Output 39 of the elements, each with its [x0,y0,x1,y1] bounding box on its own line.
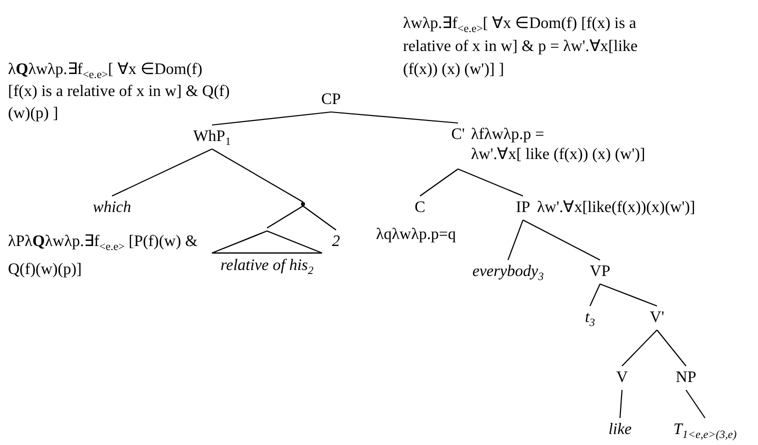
tree-branch [458,168,524,196]
tree-branch [330,111,458,124]
node-label: NP [676,368,696,388]
semantic-formula: λw'.∀x[like(f(x))(x)(w')] [537,198,696,218]
node-label: which [92,198,132,218]
node-label: V [616,368,628,388]
tree-branch [522,220,600,260]
tree-branch [590,284,600,306]
tree-branch [212,148,304,202]
node-label: T$_{1<e,e>(3,e)}$ [673,420,737,440]
tree-branch [112,148,212,196]
semantic-formula: λqλwλp.p=q [376,225,456,245]
tree-branch [656,330,686,366]
node-label: CP [321,90,341,110]
semantic-formula: λQλwλp.∃f$_{<e.e>}$[ ∀x ∈Dom(f) [f(x) is a relative of x in w] & Q(f)(w)(p) ] [8,60,230,124]
tree-branch [619,390,623,418]
tree-branch [600,283,658,307]
node-label: IP [516,198,530,218]
node-label: VP [590,262,610,282]
semantic-formula: λPλQλwλp.∃f$_{<e.e>}$ [P(f)(w) & Q(f)(w)(p)] [8,232,198,280]
node-label: 2 [332,232,340,252]
node-label: everybody$_{3}$ [472,262,544,282]
node-label: C' [451,125,465,145]
tree-branch [266,206,304,228]
node-label: t$_{3}$ [584,308,596,328]
node-label: like [608,420,632,440]
tree-branch [302,206,336,230]
branch-point [301,202,305,206]
node-label: V' [650,308,664,328]
tree-branch [507,220,524,260]
tree-branch [212,111,332,126]
tree-branch [622,330,658,366]
tree-branch [686,390,706,418]
node-label: C [414,198,426,218]
node-label: relative of his$_{2}$ [220,256,314,278]
tree-branch [420,168,458,196]
node-label: WhP$_{1}$ [193,127,231,147]
semantic-formula: λfλwλp.p = λw'.∀x[ like (f(x)) (x) (w')] [471,125,646,165]
semantic-formula: λwλp.∃f$_{<e.e>}$[ ∀x ∈Dom(f) [f(x) is a relative of x in w] & p = λw'.∀x[like (f(x)) (x) (w')] ] [403,14,639,80]
